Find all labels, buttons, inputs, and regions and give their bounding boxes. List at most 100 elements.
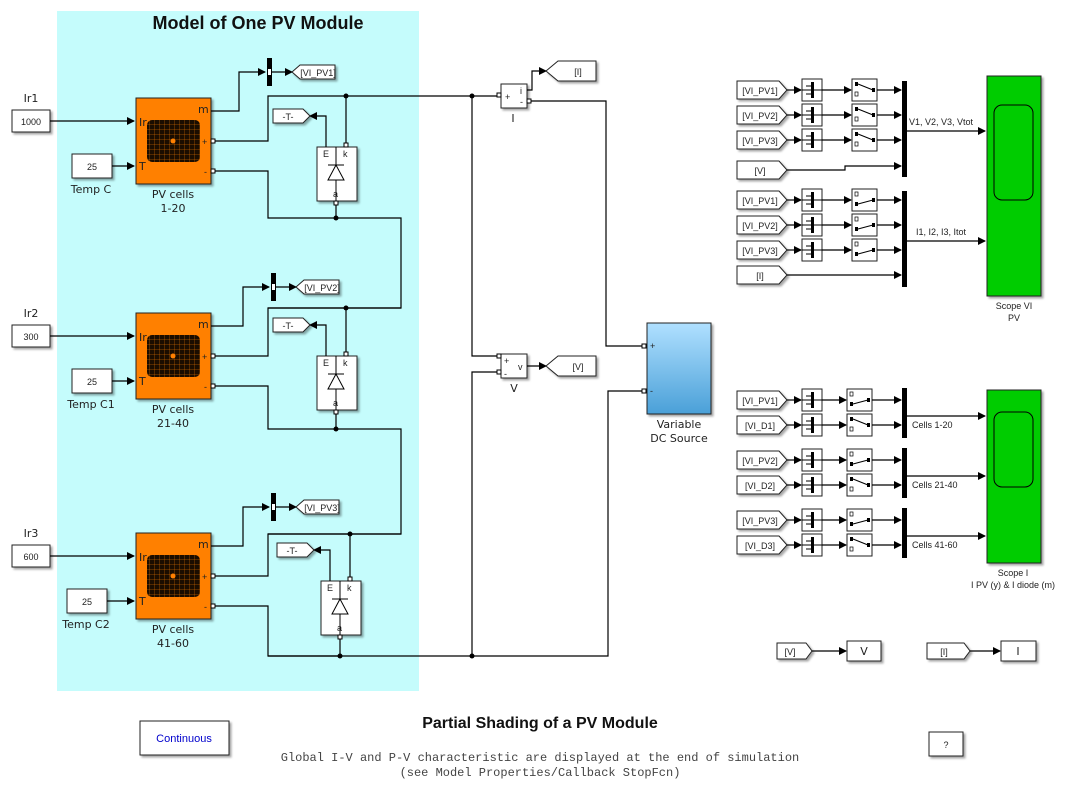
from-vi-d2[interactable]: [VI_D2]	[736, 475, 788, 495]
solar-panel-icon	[147, 555, 200, 597]
port-ir: Ir	[139, 116, 147, 129]
selector-switch-block[interactable]	[846, 413, 873, 437]
signal-label-cells-3: Cells 41-60	[912, 540, 958, 550]
from-vi-d1[interactable]: [VI_D1]	[736, 415, 788, 435]
variable-dc-source-block[interactable]: + -	[641, 322, 712, 415]
bus-selector[interactable]	[271, 273, 276, 301]
pv-block-label-2: 41-60	[157, 637, 189, 650]
bus-selector[interactable]	[271, 493, 276, 521]
from-i-display[interactable]: [I]	[926, 642, 971, 660]
goto-i[interactable]: [I]	[545, 60, 597, 82]
bus-selector-block[interactable]	[801, 388, 823, 412]
goto-v-tag: [V]	[572, 362, 583, 372]
bus-selector-block[interactable]	[801, 128, 823, 152]
selector-switch-block[interactable]	[846, 533, 873, 557]
goto-temperature[interactable]: -T-	[276, 542, 315, 558]
bus-selector-block[interactable]	[801, 413, 823, 437]
display-i[interactable]: I	[1000, 640, 1037, 662]
port-a: a	[337, 623, 342, 633]
goto-vi-pv[interactable]: [VI_PV2]	[295, 279, 340, 295]
goto-temperature-tag: -T-	[283, 112, 294, 122]
bus-selector-block[interactable]	[801, 103, 823, 127]
from-vi-pv3[interactable]: [VI_PV3]	[736, 240, 788, 260]
goto-temperature[interactable]: -T-	[272, 317, 311, 333]
powergui-block[interactable]: Continuous	[139, 720, 230, 756]
bus-selector-block[interactable]	[801, 508, 823, 532]
display-v[interactable]: V	[846, 640, 882, 662]
help-button[interactable]: ?	[928, 731, 964, 757]
irradiance-constant[interactable]: 300	[11, 324, 51, 348]
goto-v[interactable]: [V]	[545, 355, 597, 377]
goto-temperature[interactable]: -T-	[272, 108, 311, 124]
from-vi-d3[interactable]: [VI_D3]	[736, 535, 788, 555]
bus-wires	[268, 93, 644, 659]
from-vi-d1-tag: [VI_D1]	[745, 421, 775, 431]
mux-v[interactable]	[902, 81, 907, 177]
mux-i[interactable]	[902, 191, 907, 287]
selector-switch-block[interactable]	[851, 213, 878, 237]
pv-block-label-1: PV cells	[152, 623, 195, 636]
temperature-constant[interactable]: 25	[66, 588, 108, 614]
selector-switch-block[interactable]	[851, 238, 878, 262]
scope-vi-block[interactable]	[986, 75, 1042, 297]
selector-switch-block[interactable]	[846, 508, 873, 532]
mux-cells-3[interactable]	[902, 508, 907, 558]
bus-selector-block[interactable]	[801, 448, 823, 472]
voltage-measurement-block[interactable]: + - v	[496, 353, 528, 379]
from-i-tag: [I]	[756, 271, 764, 281]
scope-vi-label-1: Scope VI	[996, 301, 1033, 311]
bus-selector-block[interactable]	[801, 238, 823, 262]
from-v[interactable]: [V]	[736, 160, 788, 180]
solar-panel-icon	[147, 120, 200, 162]
mux-cells-2[interactable]	[902, 448, 907, 498]
selector-switch-block[interactable]	[846, 473, 873, 497]
port-plus: +	[202, 572, 207, 582]
pv-module-area	[57, 11, 419, 691]
goto-vi-pv[interactable]: [VI_PV1]	[291, 64, 336, 80]
from-vi-pv1[interactable]: [VI_PV1]	[736, 190, 788, 210]
from-vi-pv2-tag: [VI_PV2]	[742, 221, 778, 231]
from-vi-pv3[interactable]: [VI_PV3]	[736, 130, 788, 150]
display-v-label: V	[860, 645, 868, 658]
selector-switch-block[interactable]	[851, 188, 878, 212]
scope-i-label-1: Scope I	[998, 568, 1029, 578]
irradiance-constant[interactable]: 1000	[11, 109, 51, 133]
mux-cells-1[interactable]	[902, 388, 907, 438]
from-vi-d2-tag: [VI_D2]	[745, 481, 775, 491]
bus-selector-block[interactable]	[801, 473, 823, 497]
goto-vi-pv[interactable]: [VI_PV3]	[295, 499, 340, 515]
pv-block-label-1: PV cells	[152, 403, 195, 416]
bus-selector-block[interactable]	[801, 213, 823, 237]
from-vi-pv1-tag: [VI_PV1]	[742, 396, 778, 406]
from-vi-pv1[interactable]: [VI_PV1]	[736, 80, 788, 100]
from-i[interactable]: [I]	[736, 265, 788, 285]
irradiance-constant[interactable]: 600	[11, 544, 51, 568]
scope-i-block[interactable]	[986, 389, 1042, 564]
selector-switch-block[interactable]	[851, 103, 878, 127]
temperature-constant[interactable]: 25	[71, 153, 113, 179]
selector-switch-block[interactable]	[846, 448, 873, 472]
from-vi-pv2[interactable]: [VI_PV2]	[736, 215, 788, 235]
bus-selector[interactable]	[267, 58, 272, 86]
from-vi-pv3[interactable]: [VI_PV3]	[736, 510, 788, 530]
bus-selector-block[interactable]	[801, 188, 823, 212]
current-measurement-block[interactable]: + i -	[496, 83, 532, 109]
signal-label-cells-2: Cells 21-40	[912, 480, 958, 490]
from-vi-pv2[interactable]: [VI_PV2]	[736, 450, 788, 470]
from-v-display[interactable]: [V]	[776, 642, 813, 660]
from-vi-pv1[interactable]: [VI_PV1]	[736, 390, 788, 410]
bus-selector-block[interactable]	[801, 78, 823, 102]
temperature-constant[interactable]: 25	[71, 368, 113, 394]
bus-selector-block[interactable]	[801, 533, 823, 557]
from-vi-pv2[interactable]: [VI_PV2]	[736, 105, 788, 125]
selector-switch-block[interactable]	[851, 78, 878, 102]
selector-switch-block[interactable]	[846, 388, 873, 412]
selector-switch-block[interactable]	[851, 128, 878, 152]
